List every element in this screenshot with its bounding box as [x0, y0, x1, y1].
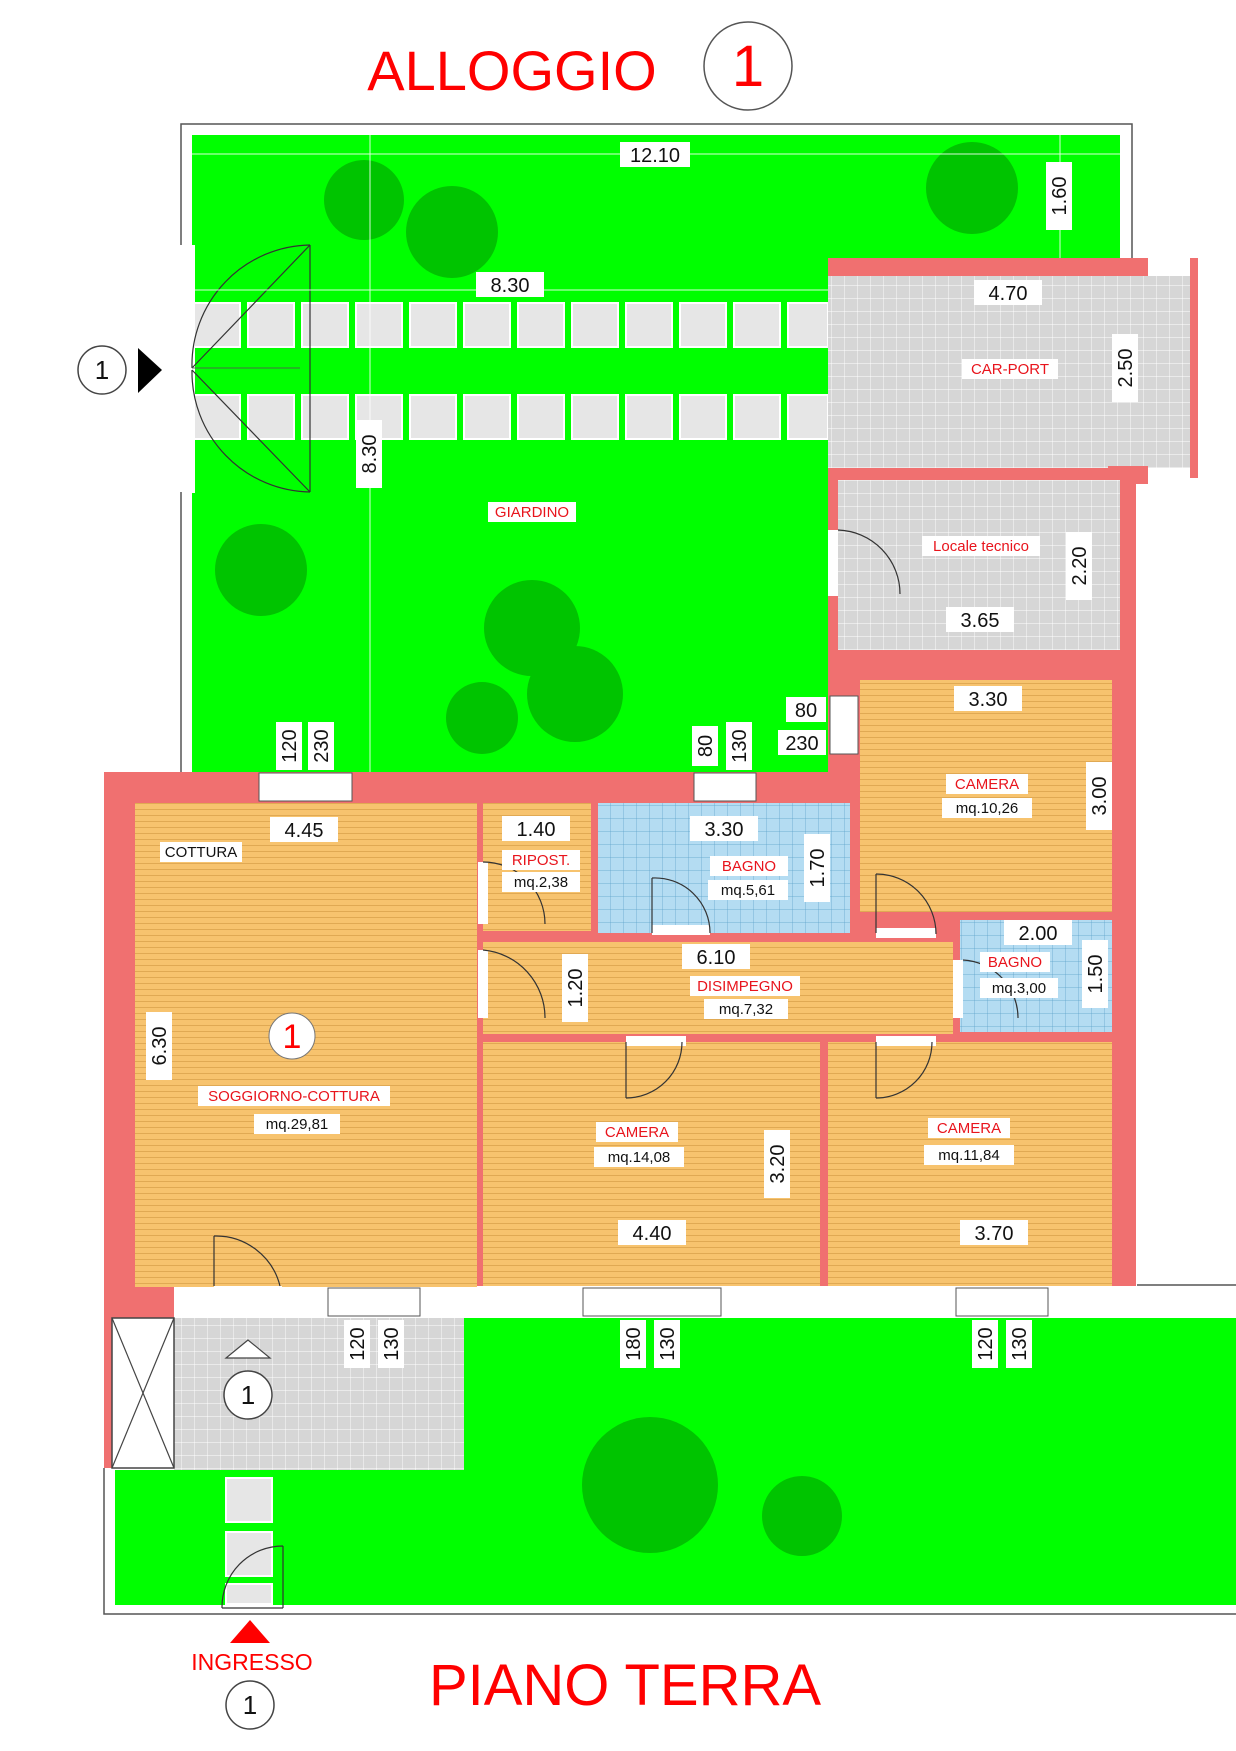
dim-garden-path: 8.30	[491, 275, 530, 297]
dim-garden-height: 8.30	[359, 435, 381, 474]
camera-s2-name: CAMERA	[937, 1120, 1001, 1137]
bagno2-area: mq.3,00	[992, 980, 1046, 997]
service-areas	[828, 258, 1198, 650]
dim-win-120-a: 120	[279, 729, 301, 762]
dim-ripost-width: 1.40	[517, 819, 556, 841]
bagno1-area: mq.5,61	[721, 882, 775, 899]
dim-disimpegno-height: 1.20	[565, 969, 587, 1008]
ripost-name: RIPOST.	[512, 852, 570, 869]
dim-tecnico-height: 2.20	[1069, 547, 1091, 586]
dim-bagno1-height: 1.70	[807, 849, 829, 888]
property-boundary	[103, 123, 1236, 1615]
camera-s2-area: mq.11,84	[938, 1147, 999, 1164]
dim-soggiorno-height: 6.30	[149, 1027, 171, 1066]
dim-garden-top: 1.60	[1049, 177, 1071, 216]
north-garden	[192, 135, 1120, 772]
windows	[258, 695, 1049, 1317]
title-block: ALLOGGIO 1 PIANO TERRA	[367, 21, 821, 1718]
bagno1-name: BAGNO	[722, 858, 776, 875]
dim-win-130-d: 130	[657, 1327, 679, 1360]
bagno2-name: BAGNO	[988, 954, 1042, 971]
camera-s1-area: mq.14,08	[608, 1149, 671, 1166]
dim-win-230-a: 230	[311, 729, 333, 762]
dim-bagno2-width: 2.00	[1019, 923, 1058, 945]
dim-camera-s1-width: 4.40	[633, 1223, 672, 1245]
section-marker-west: 1	[77, 345, 162, 395]
entrance-marker: INGRESSO 1	[191, 1620, 313, 1730]
room-labels: GIARDINO CAR-PORT Locale tecnico COTTURA…	[160, 359, 1058, 1167]
porch-marker: 1	[223, 1339, 273, 1420]
garden-paving	[193, 302, 829, 1605]
camera-s1-name: CAMERA	[605, 1124, 669, 1141]
entrance-marker-number: 1	[243, 1690, 257, 1720]
cottura-label: COTTURA	[165, 844, 238, 861]
dim-camera-ne-height: 3.00	[1089, 777, 1111, 816]
dim-win-130-b: 130	[729, 729, 751, 762]
carport-label: CAR-PORT	[971, 361, 1049, 378]
disimpegno-name: DISIMPEGNO	[697, 978, 793, 995]
dim-bagno1-width: 3.30	[705, 819, 744, 841]
floor-title: PIANO TERRA	[429, 1653, 821, 1718]
dim-camera-s1-height: 3.20	[767, 1145, 789, 1184]
dim-window-230: 230	[785, 733, 818, 755]
dim-tecnico-width: 3.65	[961, 610, 1000, 632]
trees	[215, 142, 1018, 1556]
page-title: ALLOGGIO	[367, 39, 656, 102]
section-marker-label: 1	[95, 355, 109, 385]
dim-garden-width: 12.10	[630, 145, 680, 167]
soggiorno-area: mq.29,81	[266, 1116, 329, 1133]
unit-badge: 1	[268, 1012, 316, 1060]
dim-win-130-e: 130	[1009, 1327, 1031, 1360]
dim-win-130-c: 130	[381, 1327, 403, 1360]
dim-window-80: 80	[795, 700, 817, 722]
dim-carport-width: 4.70	[989, 283, 1028, 305]
dim-disimpegno-width: 6.10	[697, 947, 736, 969]
camera-ne-name: CAMERA	[955, 776, 1019, 793]
dim-win-80-b: 80	[695, 735, 717, 757]
dim-win-120-c: 120	[347, 1327, 369, 1360]
locale-tecnico-label: Locale tecnico	[933, 538, 1029, 555]
dim-win-180-d: 180	[623, 1327, 645, 1360]
dim-bagno2-height: 1.50	[1085, 955, 1107, 994]
ripost-area: mq.2,38	[514, 874, 568, 891]
unit-number: 1	[732, 34, 764, 99]
doors	[185, 244, 1019, 1609]
entrance-label: INGRESSO	[191, 1649, 312, 1675]
dim-soggiorno-width: 4.45	[285, 820, 324, 842]
dimension-labels-v: 1.60 8.30 2.50 2.20 3.00 6.30 1.70 1.20 …	[146, 162, 1138, 1368]
dim-camera-ne-width: 3.30	[969, 689, 1008, 711]
dimension-labels-h: 12.10 8.30 4.70 3.65 3.30 4.45 1.40 3.30…	[270, 142, 1072, 1245]
giardino-label: GIARDINO	[495, 504, 569, 521]
porch-marker-number: 1	[241, 1380, 255, 1410]
disimpegno-area: mq.7,32	[719, 1001, 773, 1018]
soggiorno-name: SOGGIORNO-COTTURA	[208, 1088, 380, 1105]
dim-win-120-e: 120	[975, 1327, 997, 1360]
dim-carport-height: 2.50	[1115, 349, 1137, 388]
camera-ne-area: mq.10,26	[956, 800, 1019, 817]
dim-camera-s2-width: 3.70	[975, 1223, 1014, 1245]
unit-badge-number: 1	[283, 1018, 302, 1056]
